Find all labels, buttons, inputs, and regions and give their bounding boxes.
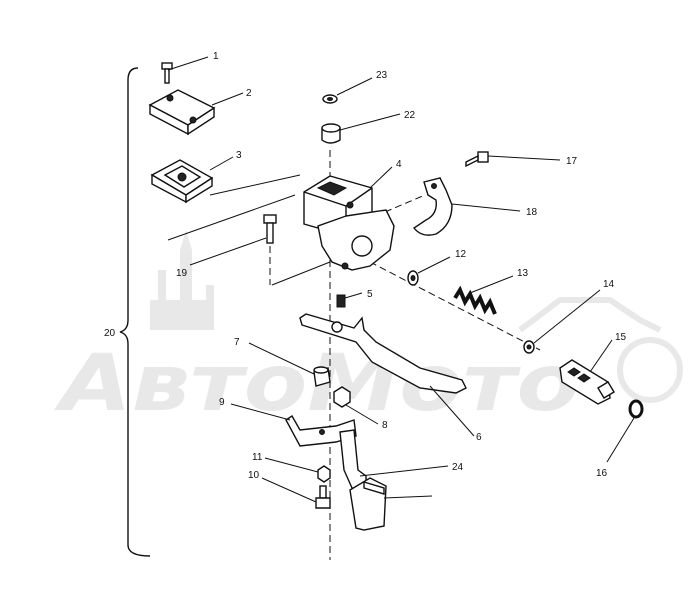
axis-cover [167,194,296,241]
part-boot-21 [321,113,401,144]
part-bolt-10 [261,477,331,509]
axis-lever [369,261,541,351]
part-washer-14 [523,289,601,354]
part-brake-switch-24 [349,477,433,531]
callout-8: 8 [382,420,388,431]
callout-4: 4 [396,159,402,170]
part-bushing-7 [248,342,331,387]
callout-18: 18 [526,207,538,218]
part-clamp-screw-17 [465,151,561,168]
part-washer-22 [322,77,373,104]
part-washer-12 [407,256,451,286]
part-pivot-pin-5 [336,292,363,308]
callout-22: 23 [376,70,388,81]
callout-17: 17 [566,156,578,167]
callout-23: 24 [452,462,464,473]
part-switch-bracket-23 [339,429,449,491]
axis-bolt19-body [271,261,331,286]
part-spring-13 [453,275,514,315]
callout-10: 10 [248,470,260,481]
part-brake-lever-6 [299,313,475,437]
watermark-motorcycle-icon [518,297,662,333]
axis-clamp [384,194,426,213]
part-bracket-9 [230,403,357,447]
part-circlip-16 [606,399,644,463]
part-bolt-19 [189,214,277,266]
callout-9: 9 [219,397,225,408]
part-reservoir-cover-2 [148,89,244,136]
callout-15: 15 [615,332,627,343]
callout-3: 3 [236,150,242,161]
callout-2: 2 [246,88,252,99]
axis-diaphragm [209,174,301,196]
callout-21: 22 [404,110,416,121]
callout-14: 14 [603,279,615,290]
callout-1: 1 [213,51,219,62]
callout-11: 11 [252,452,263,463]
part-piston-15 [559,339,615,405]
watermark-castle-icon [150,230,214,330]
callout-13: 13 [517,268,529,279]
part-nut-11 [264,457,331,483]
callout-16: 16 [596,468,608,479]
part-screw-1 [161,56,209,84]
callout-5: 5 [367,289,373,300]
callout-20: 20 [104,328,116,339]
callout-6: 6 [476,432,482,443]
part-nut-8 [333,386,379,425]
watermark-wheel-icon [617,337,683,403]
part-diaphragm-3 [150,156,234,204]
assembly-bracket [119,67,151,557]
part-master-cylinder-4 [303,166,395,271]
part-clamp-18 [412,177,521,236]
callout-19: 19 [176,268,188,279]
callout-7: 7 [234,337,240,348]
callout-12: 12 [455,249,467,260]
